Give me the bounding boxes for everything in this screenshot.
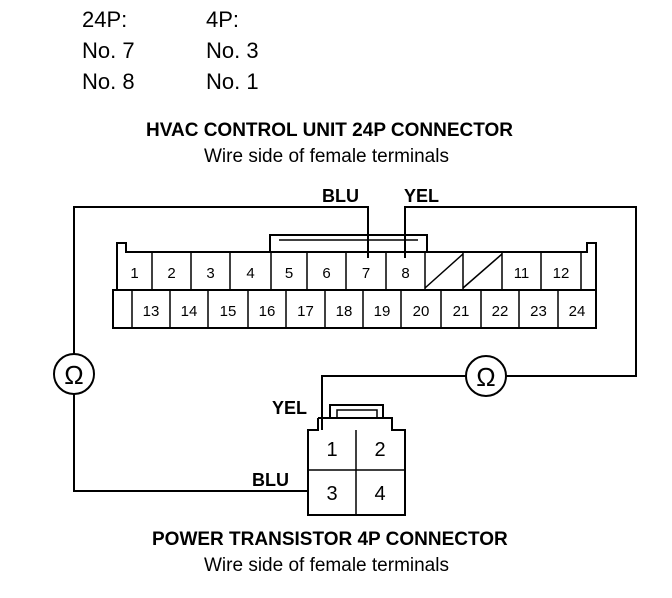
transistor-connector-title: POWER TRANSISTOR 4P CONNECTOR <box>152 529 508 550</box>
terminal-4-label: 4 <box>246 265 254 282</box>
terminal-19-label: 19 <box>374 303 391 320</box>
terminal-17-label: 17 <box>297 303 314 320</box>
table-row-2-4p: No. 1 <box>206 69 259 94</box>
terminal-23-label: 23 <box>530 303 547 320</box>
terminal-12-label: 12 <box>553 265 570 282</box>
terminal-5-label: 5 <box>285 265 293 282</box>
terminal-16-label: 16 <box>259 303 276 320</box>
terminal-3-label: 3 <box>206 265 214 282</box>
yel-wire-lower <box>321 375 466 430</box>
transistor-connector-subtitle: Wire side of female terminals <box>204 555 449 576</box>
hvac-terminal-grid <box>131 252 582 328</box>
terminal-7-label: 7 <box>362 265 370 282</box>
terminal-2-label: 2 <box>167 265 175 282</box>
table-row-1-24p: No. 7 <box>82 38 135 63</box>
ohm-symbol-left: Ω <box>64 360 83 390</box>
transistor-terminal-4-label: 4 <box>374 483 385 505</box>
terminal-6-label: 6 <box>322 265 330 282</box>
terminal-8-label: 8 <box>401 265 409 282</box>
hvac-connector-title: HVAC CONTROL UNIT 24P CONNECTOR <box>146 120 514 141</box>
yel-wire <box>404 206 637 377</box>
table-row-1-4p: No. 3 <box>206 38 259 63</box>
ohmmeter-left: Ω <box>53 353 95 395</box>
hvac-24p-connector <box>112 234 597 329</box>
terminal-15-label: 15 <box>220 303 237 320</box>
terminal-14-label: 14 <box>181 303 198 320</box>
terminal-1-label: 1 <box>130 265 138 282</box>
terminal-20-label: 20 <box>413 303 430 320</box>
terminal-21-label: 21 <box>453 303 470 320</box>
transistor-terminal-1-label: 1 <box>326 439 337 461</box>
terminal-11-label: 11 <box>514 265 530 282</box>
table-header-24p: 24P: <box>82 7 128 32</box>
blu-wire <box>73 206 369 354</box>
terminal-18-label: 18 <box>336 303 353 320</box>
transistor-4p-connector <box>307 404 406 516</box>
ohm-symbol-right: Ω <box>476 362 495 392</box>
ohmmeter-right: Ω <box>465 355 507 397</box>
transistor-terminal-2-label: 2 <box>374 439 385 461</box>
terminal-24-label: 24 <box>569 303 586 320</box>
hvac-wire-label-blu: BLU <box>322 186 359 206</box>
terminal-22-label: 22 <box>492 303 509 320</box>
table-row-2-24p: No. 8 <box>82 69 135 94</box>
terminal-13-label: 13 <box>143 303 160 320</box>
transistor-wire-label-blu: BLU <box>252 470 289 490</box>
hvac-connector-subtitle: Wire side of female terminals <box>204 146 449 167</box>
blu-wire-lower <box>73 394 308 492</box>
hvac-wire-label-yel: YEL <box>404 186 440 206</box>
table-header-4p: 4P: <box>206 7 240 32</box>
transistor-terminal-3-label: 3 <box>326 483 337 505</box>
transistor-terminal-numbers: 1 2 3 4 <box>326 439 385 505</box>
transistor-wire-label-yel: YEL <box>272 398 308 418</box>
